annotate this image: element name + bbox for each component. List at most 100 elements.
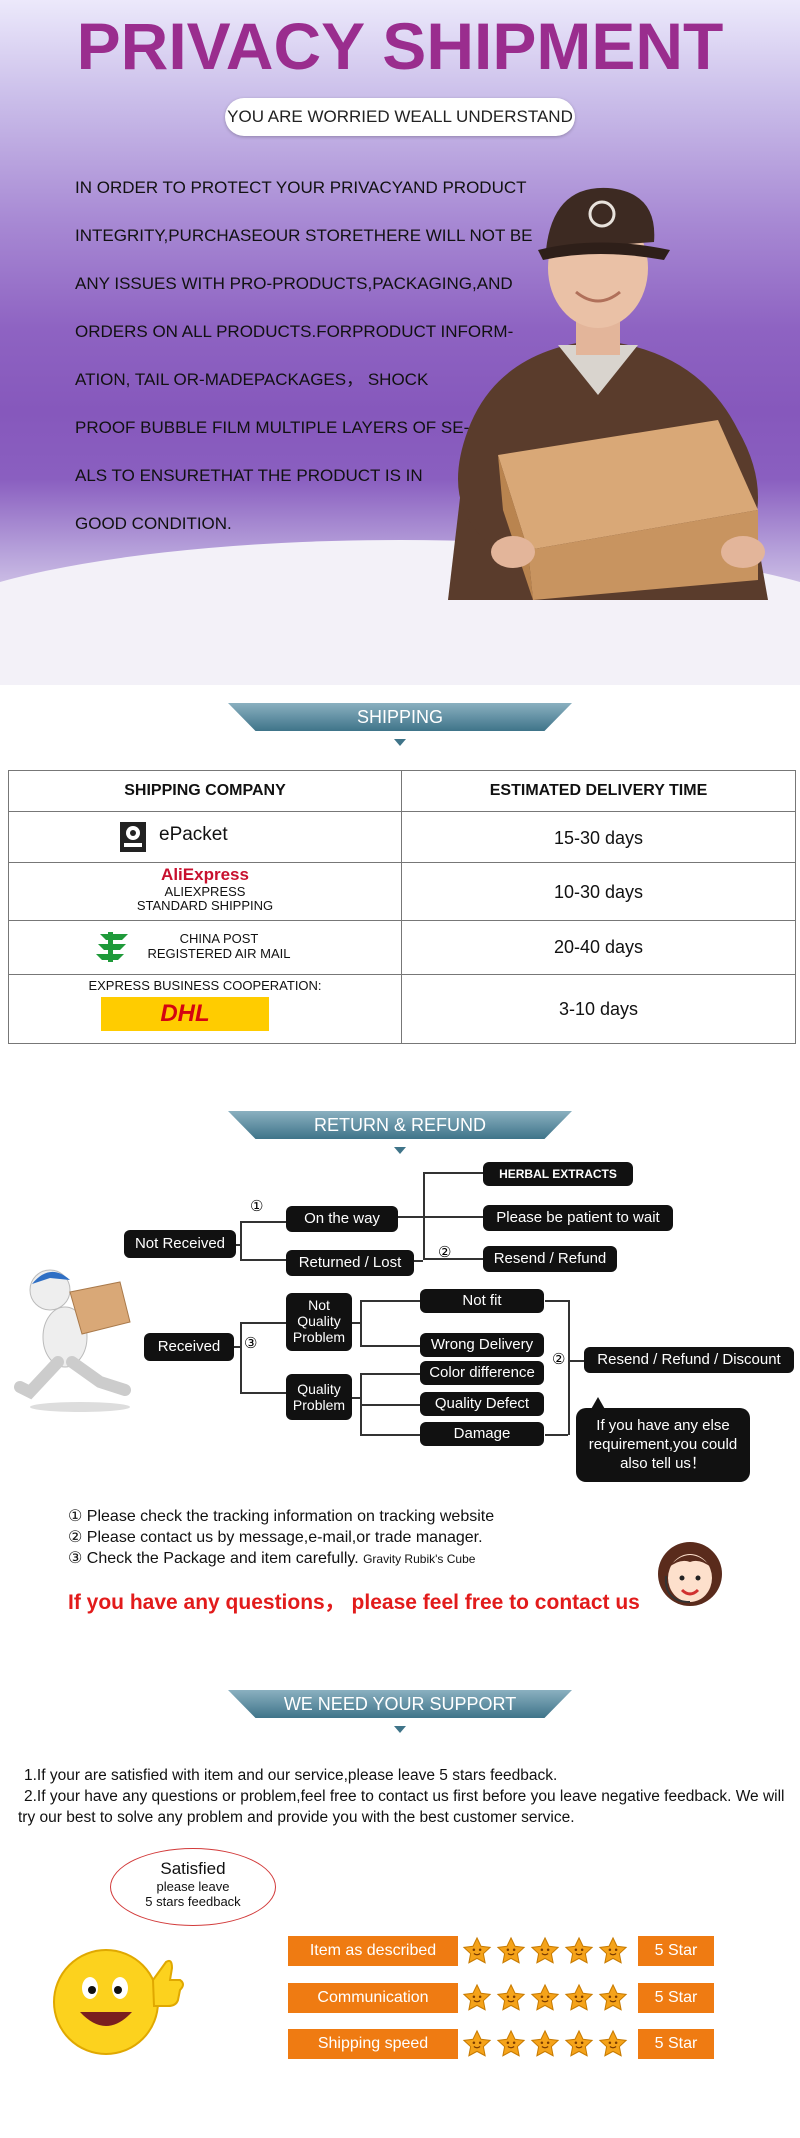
- rating-label: Shipping speed: [288, 2029, 458, 2059]
- hero-line: IN ORDER TO PROTECT YOUR PRIVACYAND PROD…: [75, 178, 527, 197]
- star-icon: [496, 1936, 526, 1966]
- hero-line: ANY ISSUES WITH PRO-PRODUCTS,PACKAGING,A…: [75, 274, 513, 293]
- bubble-sub: please leave: [156, 1879, 230, 1894]
- marker-3: ③: [244, 1335, 258, 1352]
- not-received-node: Not Received: [124, 1230, 236, 1258]
- express-label: EXPRESS BUSINESS COOPERATION:: [88, 978, 322, 993]
- support-text: 1.If your are satisfied with item and ou…: [18, 1765, 788, 1828]
- col-header-time: ESTIMATED DELIVERY TIME: [489, 782, 708, 799]
- rating-label: Communication: [288, 1983, 458, 2013]
- china-post-line: REGISTERED AIR MAIL: [147, 946, 291, 961]
- col-header-company: SHIPPING COMPANY: [124, 782, 286, 799]
- marker-2b: ②: [552, 1350, 566, 1368]
- aliexpress-label: ALIEXPRESS STANDARD SHIPPING: [9, 885, 401, 913]
- returned-lost-node: Returned / Lost: [286, 1250, 414, 1276]
- star-icon: [598, 2029, 628, 2059]
- note-suffix: Gravity Rubik's Cube: [363, 1552, 476, 1566]
- note-line: ③ Check the Package and item carefully. …: [68, 1548, 628, 1569]
- star-icon: [598, 1936, 628, 1966]
- hero-title: PRIVACY SHIPMENT: [76, 9, 724, 83]
- china-post-label: CHINA POST REGISTERED AIR MAIL: [129, 931, 309, 961]
- resend-refund-discount-node: Resend / Refund / Discount: [584, 1347, 794, 1373]
- star-icon: [530, 1936, 560, 1966]
- wrong-delivery-node: Wrong Delivery: [420, 1333, 544, 1357]
- star-icon: [530, 2029, 560, 2059]
- star-icon: [530, 1983, 560, 2013]
- shipping-banner: SHIPPING: [228, 703, 572, 746]
- not-fit-node: Not fit: [420, 1289, 544, 1313]
- support-line-2: 2.If your have any questions or problem,…: [18, 1788, 785, 1826]
- banner-bar: [228, 1111, 572, 1139]
- bubble-tail: [590, 1397, 606, 1411]
- quality-problem-node: Quality Problem: [286, 1374, 352, 1420]
- bubble-sub: 5 stars feedback: [145, 1894, 241, 1909]
- banner-arrow: [394, 739, 406, 746]
- aliexpress-logo: AliExpress: [161, 865, 249, 884]
- dhl-logo: DHL: [101, 997, 269, 1031]
- refund-notes: ① Please check the tracking information …: [68, 1506, 628, 1569]
- star-icon: [564, 1983, 594, 2013]
- on-the-way-node: On the way: [286, 1206, 398, 1232]
- running-courier-illustration: [14, 1269, 131, 1412]
- hero-section: PRIVACY SHIPMENT YOU ARE WORRIED WEALL U…: [0, 0, 800, 685]
- support-agent-illustration: [658, 1542, 722, 1606]
- rating-end: 5 Star: [638, 2029, 714, 2059]
- banner-arrow: [394, 1147, 406, 1154]
- china-post-logo-icon: [94, 930, 130, 964]
- hero-line: ATION, TAIL OR-MADEPACKAGES， SHOCK: [75, 370, 429, 389]
- support-banner-label: WE NEED YOUR SUPPORT: [283, 1694, 517, 1714]
- time-cell: 15-30 days: [553, 828, 644, 848]
- star-icon: [496, 1983, 526, 2013]
- aliexpress-line: STANDARD SHIPPING: [136, 898, 274, 913]
- time-cell: 20-40 days: [553, 937, 644, 957]
- hero-line: ALS TO ENSURETHAT THE PRODUCT IS IN: [75, 466, 423, 485]
- hero-line: ORDERS ON ALL PRODUCTS.FORPRODUCT INFORM…: [75, 322, 514, 341]
- aliexpress-line: ALIEXPRESS: [164, 884, 246, 899]
- epacket-label: ePacket: [159, 824, 228, 845]
- star-icon: [564, 1936, 594, 1966]
- hero-line: PROOF BUBBLE FILM MULTIPLE LAYERS OF SE-: [75, 418, 470, 437]
- banner-bar: [228, 1690, 572, 1718]
- note-line: ① Please check the tracking information …: [68, 1508, 495, 1525]
- rating-end: 5 Star: [638, 1936, 714, 1966]
- marker-1: ①: [250, 1198, 264, 1215]
- star-icon: [598, 1983, 628, 2013]
- star-icon: [564, 2029, 594, 2059]
- shipping-banner-label: SHIPPING: [356, 707, 444, 727]
- refund-banner: RETURN & REFUND: [228, 1111, 572, 1154]
- requirement-bubble: If you have any else requirement,you cou…: [576, 1408, 750, 1482]
- bubble-title: Satisfied: [160, 1859, 226, 1878]
- herbal-store-node: HERBAL EXTRACTS Store: [483, 1162, 633, 1205]
- hero-line: INTEGRITY,PURCHASEOUR STORETHERE WILL NO…: [75, 226, 533, 245]
- hero-line: GOOD CONDITION.: [75, 514, 232, 533]
- star-icon: [462, 1936, 492, 1966]
- patient-node: Please be patient to wait: [483, 1205, 673, 1231]
- contact-line: If you have any questions， please feel f…: [68, 1591, 640, 1614]
- support-banner: WE NEED YOUR SUPPORT: [228, 1690, 572, 1733]
- star-icon: [462, 2029, 492, 2059]
- banner-arrow: [394, 1726, 406, 1733]
- support-line-1: 1.If your are satisfied with item and ou…: [24, 1767, 558, 1784]
- note-line-text: ③ Check the Package and item carefully.: [68, 1550, 359, 1567]
- resend-refund-node: Resend / Refund: [483, 1246, 617, 1272]
- rating-label: Item as described: [288, 1936, 458, 1966]
- received-node: Received: [144, 1333, 234, 1361]
- china-post-line: CHINA POST: [179, 931, 259, 946]
- star-icon: [496, 2029, 526, 2059]
- star-icon: [462, 1983, 492, 2013]
- note-line: ② Please contact us by message,e-mail,or…: [68, 1529, 483, 1546]
- refund-banner-label: RETURN & REFUND: [313, 1115, 486, 1135]
- quality-defect-node: Quality Defect: [420, 1392, 544, 1416]
- not-quality-node: Not Quality Problem: [286, 1293, 352, 1351]
- marker-2: ②: [438, 1244, 452, 1261]
- time-cell: 3-10 days: [558, 999, 639, 1019]
- banner-bar: [228, 703, 572, 731]
- thumbs-up-smiley-icon: [53, 1949, 184, 2055]
- damage-node: Damage: [420, 1422, 544, 1446]
- hero-text: IN ORDER TO PROTECT YOUR PRIVACYAND PROD…: [75, 176, 535, 560]
- delivery-man-illustration: [448, 187, 768, 600]
- epacket-logo-icon: [119, 821, 151, 853]
- hero-subtitle-pill: YOU ARE WORRIED WEALL UNDERSTAND: [225, 98, 575, 136]
- satisfied-bubble: Satisfied please leave 5 stars feedback: [110, 1848, 276, 1926]
- time-cell: 10-30 days: [553, 882, 644, 902]
